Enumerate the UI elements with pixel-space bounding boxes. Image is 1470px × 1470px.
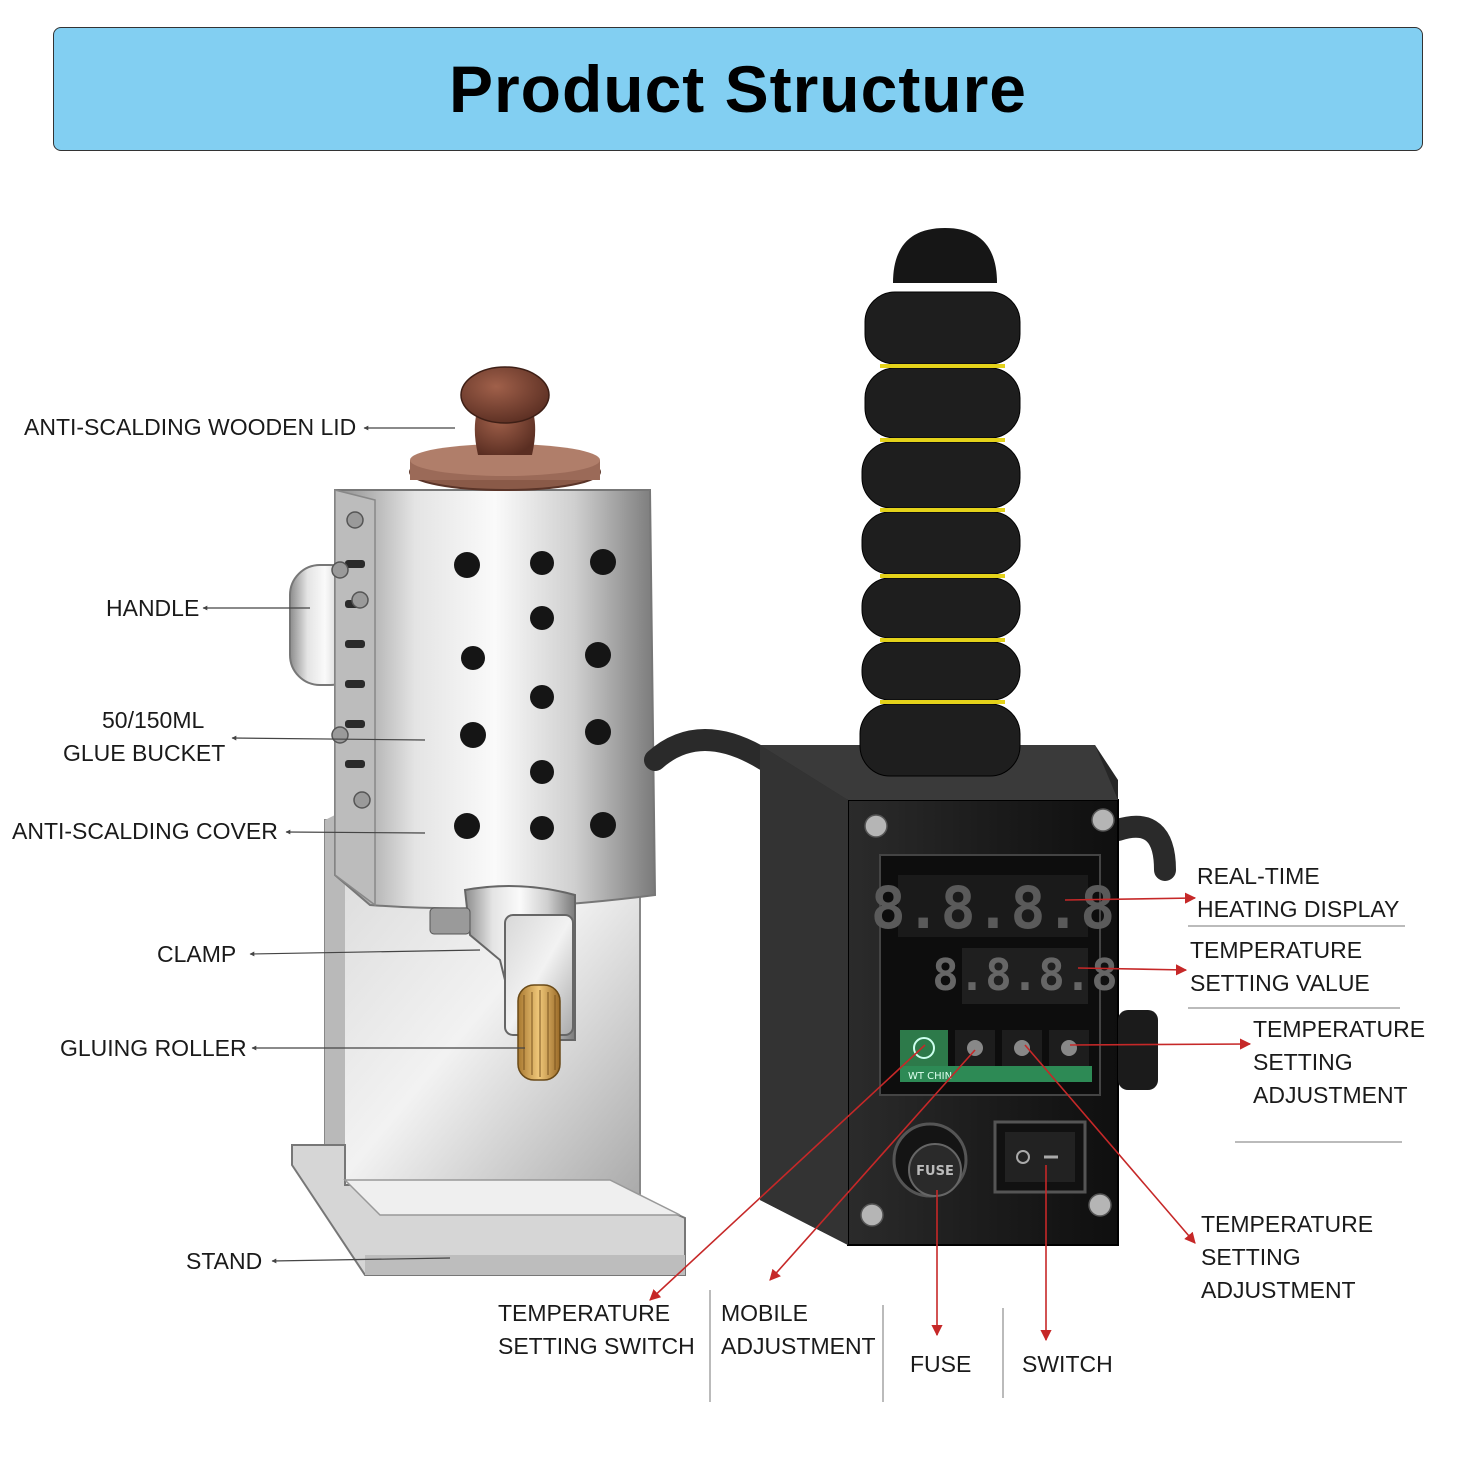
label-realtime-line1: REAL-TIME	[1197, 863, 1320, 889]
label-mobile-line2: ADJUSTMENT	[721, 1333, 876, 1359]
heating-hose	[644, 729, 1176, 881]
stand	[291, 810, 686, 1276]
label-setting-value-line2: SETTING VALUE	[1190, 970, 1370, 996]
label-gluing-roller: GLUING ROLLER	[60, 1035, 247, 1061]
label-fuse: FUSE	[910, 1351, 972, 1377]
up-button-icon	[1061, 1040, 1077, 1056]
page-title: Product Structure	[448, 52, 1028, 126]
right-red-arrows	[649, 892, 1252, 1342]
label-wooden-lid: ANTI-SCALDING WOODEN LID	[24, 414, 357, 440]
down-button-icon	[1014, 1040, 1030, 1056]
realtime-display-digits: 8.8.8.8	[871, 874, 1115, 942]
label-adjust-b-line1: TEMPERATURE	[1201, 1211, 1374, 1237]
label-setting-value-line1: TEMPERATURE	[1190, 937, 1363, 963]
label-clamp: CLAMP	[157, 941, 237, 967]
label-realtime-line2: HEATING DISPLAY	[1197, 896, 1400, 922]
label-mobile-line1: MOBILE	[721, 1300, 808, 1326]
label-setting-switch-line2: SETTING SWITCH	[498, 1333, 695, 1359]
set-button-icon	[913, 1037, 935, 1059]
label-anti-scalding-cover: ANTI-SCALDING COVER	[12, 818, 278, 844]
wooden-lid	[409, 366, 601, 491]
panel-brand-strip: WT CHIN	[908, 1071, 952, 1082]
label-adjust-a-line2: SETTING	[1253, 1049, 1353, 1075]
label-adjust-a-line1: TEMPERATURE	[1253, 1016, 1426, 1042]
anti-scalding-cover	[331, 489, 657, 910]
control-box: 8.8.8.8 8.8.8.8 WT CHIN FUSE	[760, 745, 1158, 1246]
title-banner: Product Structure	[53, 27, 1423, 151]
label-adjust-b-line2: SETTING	[1201, 1244, 1301, 1270]
label-switch: SWITCH	[1022, 1351, 1113, 1377]
label-adjust-a-line3: ADJUSTMENT	[1253, 1082, 1408, 1108]
setting-display-digits: 8.8.8.8	[932, 950, 1117, 1001]
shift-button-icon	[967, 1040, 983, 1056]
label-adjust-b-line3: ADJUSTMENT	[1201, 1277, 1356, 1303]
left-leader-lines	[202, 425, 525, 1264]
fuse-cap-text: FUSE	[916, 1164, 954, 1179]
gluing-roller	[517, 984, 561, 1081]
label-setting-switch-line1: TEMPERATURE	[498, 1300, 671, 1326]
heating-gun-grip	[859, 228, 1021, 777]
label-handle: HANDLE	[106, 595, 200, 621]
label-stand: STAND	[186, 1248, 263, 1274]
switch-off-icon	[1016, 1150, 1030, 1164]
label-glue-bucket: GLUE BUCKET	[63, 740, 226, 766]
separator-lines	[709, 925, 1405, 1402]
label-glue-bucket-capacity: 50/150ML	[102, 707, 205, 733]
